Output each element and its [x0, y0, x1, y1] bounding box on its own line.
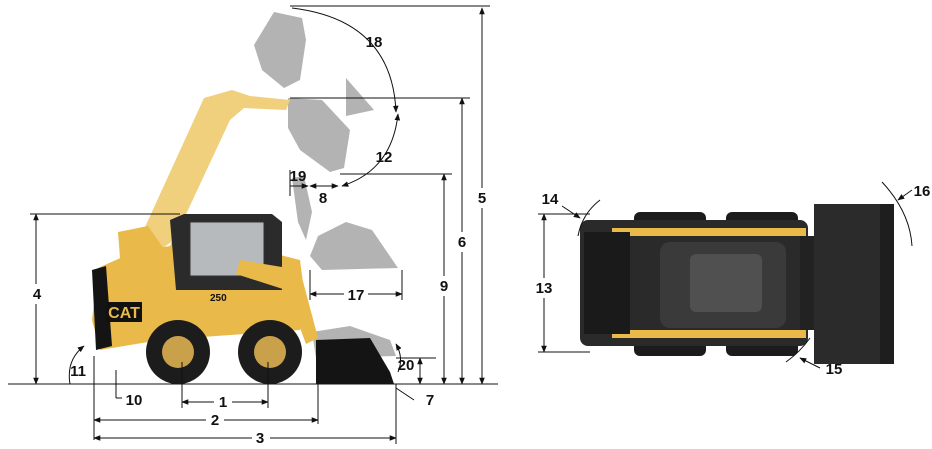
model-badge: 250: [210, 293, 227, 304]
dimension-labels: 1 2 3 4 5 6 7 8 9 10 11 12 13 14 15 16 1…: [30, 34, 930, 447]
dimension-label-2: 2: [211, 412, 219, 429]
dimension-label-15: 15: [826, 361, 843, 378]
dimension-label-5: 5: [478, 190, 486, 207]
top-view: [538, 181, 913, 369]
dimension-label-20: 20: [398, 357, 415, 374]
dimension-label-10: 10: [126, 392, 143, 409]
ghost-bucket-dump-position: [288, 98, 350, 172]
bucket-lowered: [316, 338, 394, 384]
dimension-label-9: 9: [440, 278, 448, 295]
dimension-label-13: 13: [536, 280, 553, 297]
dimension-label-17: 17: [348, 287, 365, 304]
dimension-label-1: 1: [219, 394, 227, 411]
dimension-label-6: 6: [458, 234, 466, 251]
front-rear-tires: [146, 320, 302, 384]
dimension-label-4: 4: [33, 286, 42, 303]
dimension-label-14: 14: [542, 191, 559, 208]
cat-logo: CAT: [108, 305, 140, 322]
dimension-label-12: 12: [376, 149, 393, 166]
ghost-bucket-max-raised: [254, 12, 374, 116]
dimension-label-8: 8: [319, 190, 327, 207]
dimension-label-7: 7: [426, 392, 434, 409]
skid-steer-body: CAT 250: [92, 214, 318, 350]
side-view: CAT 250: [8, 5, 498, 444]
dimension-label-11: 11: [70, 363, 86, 380]
ghost-bucket-carry-position: [292, 176, 398, 270]
dimension-label-16: 16: [914, 183, 931, 200]
dimension-label-19: 19: [290, 168, 307, 185]
dimension-label-3: 3: [256, 430, 264, 447]
dimension-label-18: 18: [366, 34, 383, 51]
